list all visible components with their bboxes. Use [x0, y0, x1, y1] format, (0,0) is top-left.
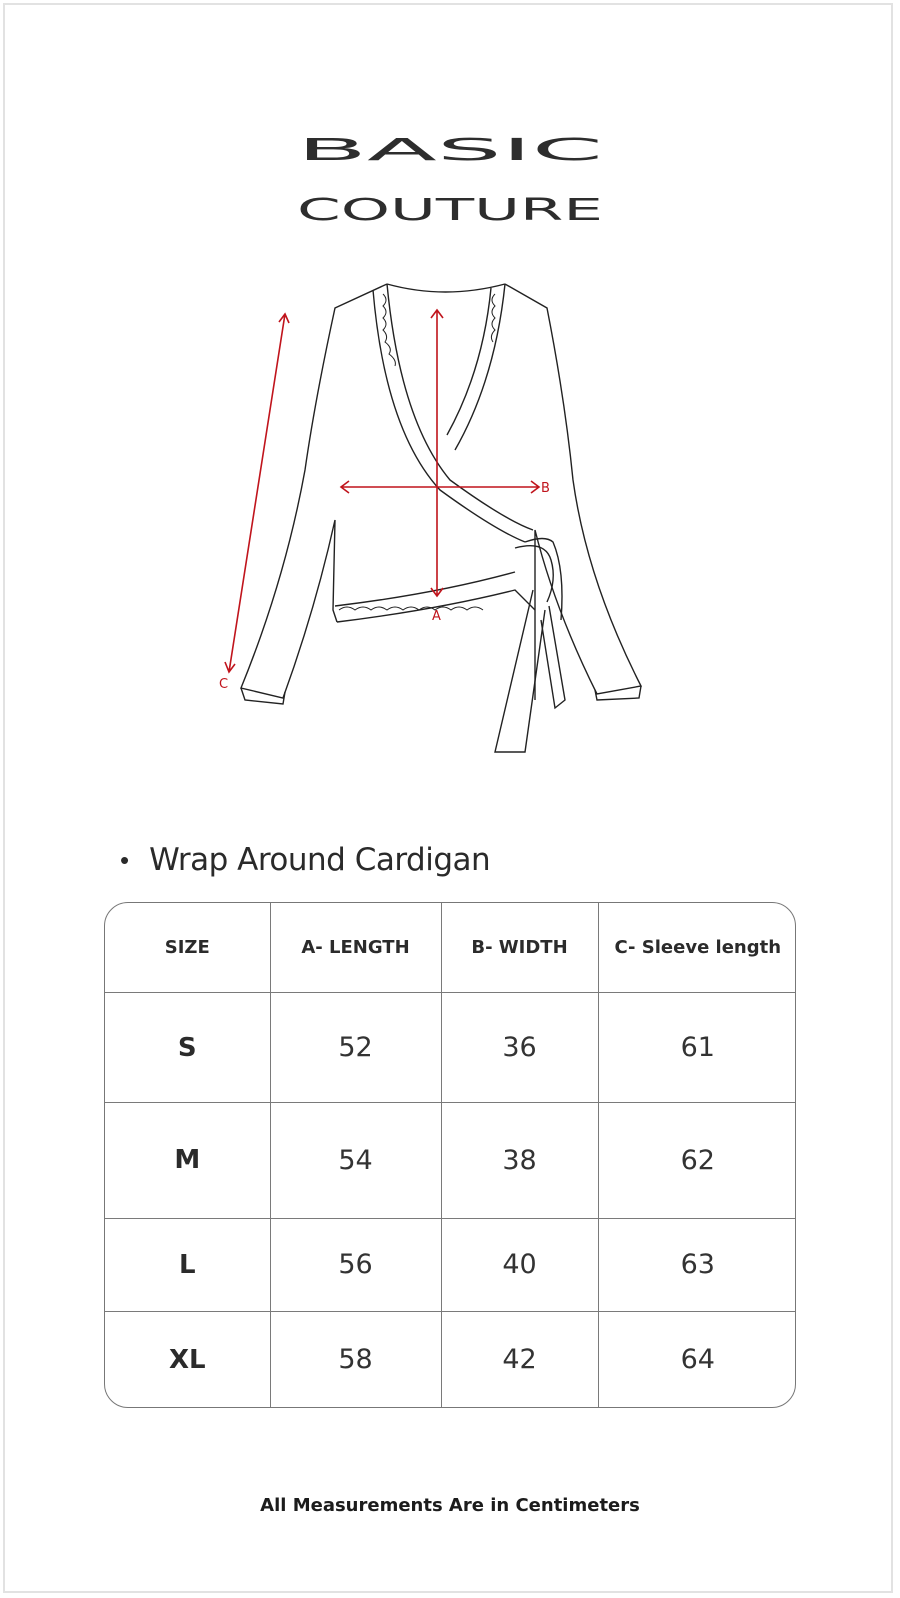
table-header-row: SIZE A- LENGTH B- WIDTH C- Sleeve length — [105, 903, 795, 994]
width-cell: 38 — [440, 1101, 599, 1219]
sleeve-cell: 61 — [597, 992, 795, 1103]
length-cell: 58 — [269, 1311, 442, 1407]
sleeve-cell: 64 — [597, 1311, 795, 1407]
header-size: SIZE — [105, 903, 271, 994]
product-title: Wrap Around Cardigan — [149, 842, 491, 878]
measure-b-width — [339, 480, 541, 494]
size-chart: SIZE A- LENGTH B- WIDTH C- Sleeve length… — [104, 902, 796, 1408]
length-cell: 54 — [269, 1101, 442, 1219]
header-c-sleeve-length: C- Sleeve length — [597, 903, 795, 994]
length-cell: 56 — [269, 1217, 442, 1313]
size-cell: S — [105, 992, 271, 1103]
length-cell: 52 — [269, 992, 442, 1103]
size-cell: M — [105, 1101, 271, 1219]
size-table: SIZE A- LENGTH B- WIDTH C- Sleeve length… — [105, 903, 795, 1407]
table-row: S 52 36 61 — [105, 992, 795, 1103]
product-heading: • Wrap Around Cardigan — [120, 838, 491, 882]
brand-line-1: BASIC — [297, 133, 603, 168]
measure-c-sleeve — [224, 312, 290, 674]
page-frame — [3, 3, 893, 1593]
sleeve-cell: 63 — [597, 1217, 795, 1313]
table-row: XL 58 42 64 — [105, 1311, 795, 1407]
brand-logo: BASIC COUTURE — [297, 133, 603, 226]
measure-label-a: A — [432, 609, 441, 624]
width-cell: 36 — [440, 992, 599, 1103]
table-row: L 56 40 63 — [105, 1217, 795, 1313]
cardigan-outline — [240, 283, 643, 753]
header-a-length: A- LENGTH — [269, 903, 442, 994]
measurement-note: All Measurements Are in Centimeters — [260, 1495, 640, 1516]
bullet-icon: • — [120, 844, 130, 875]
width-cell: 40 — [440, 1217, 599, 1313]
measure-label-c: C — [219, 677, 228, 692]
measurement-lines — [224, 308, 541, 674]
header-b-width: B- WIDTH — [440, 903, 599, 994]
measure-a-length — [430, 308, 444, 598]
sleeve-cell: 62 — [597, 1101, 795, 1219]
cardigan-technical-drawing: A B C — [219, 283, 643, 753]
brand-line-2: COUTURE — [297, 193, 603, 226]
table-row: M 54 38 62 — [105, 1101, 795, 1219]
measure-label-b: B — [541, 481, 550, 496]
size-cell: XL — [105, 1311, 271, 1407]
size-cell: L — [105, 1217, 271, 1313]
width-cell: 42 — [440, 1311, 599, 1407]
